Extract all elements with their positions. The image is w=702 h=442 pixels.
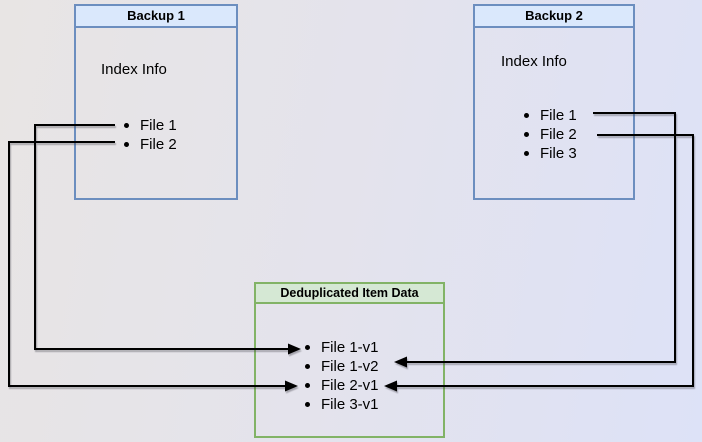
backup1-file-2: File 2 <box>124 135 177 154</box>
backup2-box: Backup 2 Index Info File 1 File 2 File 3 <box>473 4 635 200</box>
dedup-title: Deduplicated Item Data <box>280 286 419 300</box>
dedup-item-list: File 1-v1 File 1-v2 File 2-v1 File 3-v1 <box>305 338 379 414</box>
backup2-index-info-label: Index Info <box>501 53 567 70</box>
dedup-header: Deduplicated Item Data <box>256 284 443 304</box>
backup1-header: Backup 1 <box>76 6 236 28</box>
backup1-title: Backup 1 <box>127 8 185 23</box>
backup1-file-list: File 1 File 2 <box>124 116 177 154</box>
dedup-item-file2-v1: File 2-v1 <box>305 376 379 395</box>
backup2-file-3: File 3 <box>524 144 577 163</box>
backup2-file-1: File 1 <box>524 106 577 125</box>
dedup-item-file1-v2: File 1-v2 <box>305 357 379 376</box>
backup2-header: Backup 2 <box>475 6 633 28</box>
dedup-box: Deduplicated Item Data File 1-v1 File 1-… <box>254 282 445 438</box>
backup2-title: Backup 2 <box>525 8 583 23</box>
backup2-file-list: File 1 File 2 File 3 <box>524 106 577 163</box>
dedup-item-file1-v1: File 1-v1 <box>305 338 379 357</box>
dedup-item-file3-v1: File 3-v1 <box>305 395 379 414</box>
backup1-index-info-label: Index Info <box>101 61 167 78</box>
backup2-file-2: File 2 <box>524 125 577 144</box>
backup1-file-1: File 1 <box>124 116 177 135</box>
backup1-box: Backup 1 Index Info File 1 File 2 <box>74 4 238 200</box>
